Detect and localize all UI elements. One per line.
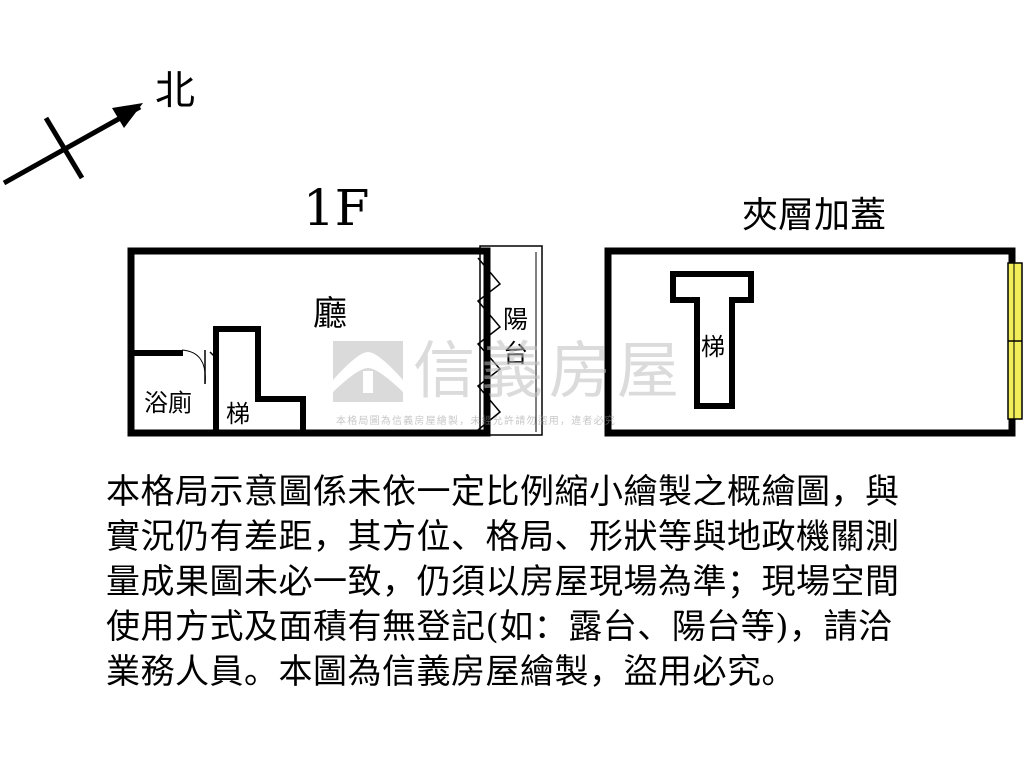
- floor-1f-plan: 廳 陽 台 浴廁 梯: [127, 245, 543, 437]
- mezzanine-title: 夾層加蓋: [742, 195, 886, 236]
- watermark-logo-icon: [333, 341, 403, 402]
- mezzanine-window: [1007, 262, 1023, 420]
- room-label-balcony-2: 台: [503, 339, 528, 368]
- balcony-outline: [479, 245, 543, 436]
- watermark: 信義房屋 本格局圖為信義房屋繪製，未經允許請勿盜用，違者必究: [333, 334, 685, 427]
- floor-1f-title: 1F: [303, 179, 370, 237]
- stairs-outline: [213, 326, 306, 433]
- floor-1f-outer-wall: [127, 247, 491, 437]
- mezzanine-stairs-outline: [670, 271, 754, 409]
- disclaimer-text: 本格局示意圖係未依一定比例縮小繪製之概繪圖，與 實況仍有差距，其方位、格局、形狀…: [106, 470, 1006, 695]
- disclaimer-line-4: 使用方式及面積有無登記(如：露台、陽台等)，請洽: [106, 607, 893, 647]
- disclaimer-line-2: 實況仍有差距，其方位、格局、形狀等與地政機關測: [106, 517, 900, 557]
- compass-axis: [2, 104, 142, 186]
- room-label-stairs-mezzanine: 梯: [701, 333, 725, 361]
- balcony-zigzag: [476, 257, 502, 431]
- room-label-hall: 廳: [313, 294, 347, 334]
- disclaimer-line-5: 業務人員。本圖為信義房屋繪製，盜用必究。: [106, 652, 796, 692]
- bathroom-door: [181, 349, 215, 385]
- disclaimer-line-1: 本格局示意圖係未依一定比例縮小繪製之概繪圖，與: [106, 472, 900, 512]
- compass-north-label: 北: [155, 68, 195, 114]
- mezzanine-plan: 梯: [604, 247, 1023, 437]
- compass: 北: [2, 68, 195, 186]
- room-label-balcony-1: 陽: [503, 305, 528, 334]
- north-arrow-icon: [112, 103, 143, 128]
- watermark-brand: 信義房屋: [413, 334, 685, 407]
- watermark-notice: 本格局圖為信義房屋繪製，未經允許請勿盜用，違者必究: [336, 414, 616, 427]
- compass-cross: [43, 116, 85, 180]
- room-label-bathroom: 浴廁: [144, 389, 192, 417]
- disclaimer-line-3: 量成果圖未必一致，仍須以房屋現場為準；現場空間: [106, 562, 900, 602]
- room-label-stairs-1f: 梯: [226, 400, 250, 428]
